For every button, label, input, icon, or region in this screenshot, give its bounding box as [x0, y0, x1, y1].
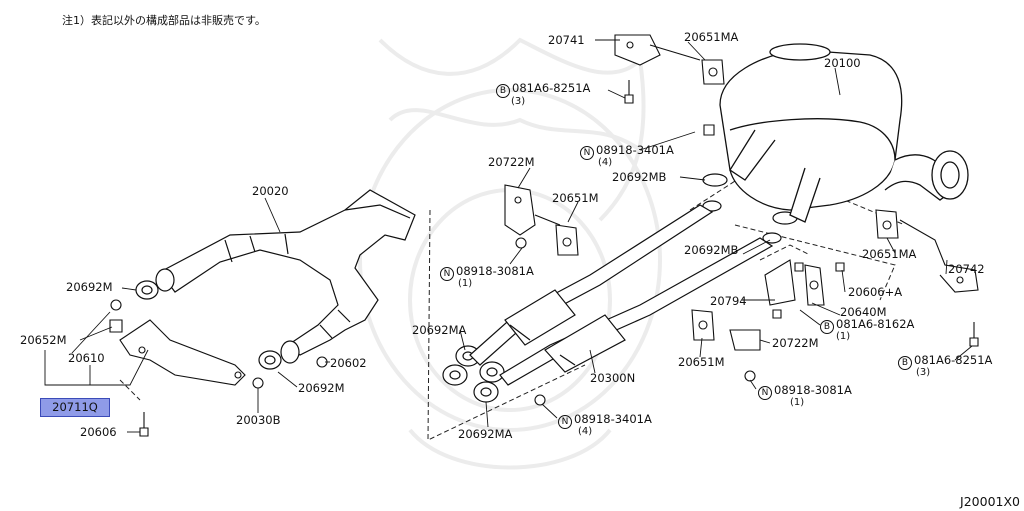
part-label-20030b[interactable]: 20030B — [236, 413, 281, 427]
part-label-20722m-bottom[interactable]: 20722M — [772, 336, 819, 350]
part-label-20602[interactable]: 20602 — [330, 356, 367, 370]
part-label-20300n[interactable]: 20300N — [590, 371, 636, 385]
bolt-icon: B — [898, 356, 912, 370]
part-label-20742[interactable]: 20742 — [948, 262, 985, 276]
fasteners — [109, 80, 979, 437]
leader-lines — [44, 39, 973, 433]
part-label-20020[interactable]: 20020 — [252, 184, 289, 198]
part-number: 081A6-8251A — [914, 353, 993, 367]
part-label-20692m-bottom[interactable]: 20692M — [298, 381, 345, 395]
part-label-20652m[interactable]: 20652M — [20, 333, 67, 347]
part-label-20722m-top[interactable]: 20722M — [488, 155, 535, 169]
part-label-20692ma-left[interactable]: 20692MA — [412, 323, 467, 337]
nut-icon: N — [558, 415, 572, 429]
center-pipe — [469, 204, 774, 386]
part-number: 081A6-8162A — [836, 317, 915, 331]
nut-icon: N — [758, 386, 772, 400]
part-label-20651m-mid[interactable]: 20651M — [552, 191, 599, 205]
highlighted-part-20711q[interactable]: 20711Q — [40, 398, 110, 417]
part-label-20794[interactable]: 20794 — [710, 294, 747, 308]
quantity-label: (4) — [598, 157, 613, 168]
part-number: 08918-3401A — [596, 143, 674, 157]
part-number: 08918-3081A — [456, 264, 534, 278]
part-label-20640m[interactable]: 20640M — [840, 305, 887, 319]
part-label-20651ma-right[interactable]: 20651MA — [862, 247, 917, 261]
part-number: 081A6-8251A — [512, 81, 591, 95]
part-number: 08918-3401A — [574, 412, 652, 426]
watermark-emblem — [358, 37, 662, 470]
part-label-20100[interactable]: 20100 — [824, 56, 861, 70]
quantity-label: (1) — [790, 397, 805, 408]
note-text: 注1）表記以外の構成部品は非販売です。 — [62, 14, 266, 27]
part-label-20606[interactable]: 20606 — [80, 425, 117, 439]
bolt-icon: B — [496, 84, 510, 98]
part-label-20692mb-mid[interactable]: 20692MB — [684, 243, 739, 257]
part-label-20692ma-bottom[interactable]: 20692MA — [458, 427, 513, 441]
front-y-pipe — [159, 189, 416, 356]
quantity-label: (1) — [836, 331, 851, 342]
part-label-20692mb-top[interactable]: 20692MB — [612, 170, 667, 184]
part-label-20606a[interactable]: 20606+A — [848, 285, 903, 299]
part-number: 08918-3081A — [774, 383, 852, 397]
part-label-20610[interactable]: 20610 — [68, 351, 105, 365]
quantity-label: (1) — [458, 278, 473, 289]
nut-icon: N — [580, 146, 594, 160]
quantity-label: (4) — [578, 426, 593, 437]
part-label-20651ma-top[interactable]: 20651MA — [684, 30, 739, 44]
diagram-code: J20001X0 — [960, 494, 1020, 509]
bolt-icon: B — [820, 320, 834, 334]
part-label-20692m-left[interactable]: 20692M — [66, 280, 113, 294]
part-label-20651m-bottom[interactable]: 20651M — [678, 355, 725, 369]
main-muffler — [719, 43, 969, 223]
quantity-label: (3) — [511, 96, 526, 107]
part-label-20741[interactable]: 20741 — [548, 33, 585, 47]
quantity-label: (3) — [916, 367, 931, 378]
hangers-brackets — [119, 34, 979, 386]
nut-icon: N — [440, 267, 454, 281]
gaskets — [135, 173, 798, 403]
